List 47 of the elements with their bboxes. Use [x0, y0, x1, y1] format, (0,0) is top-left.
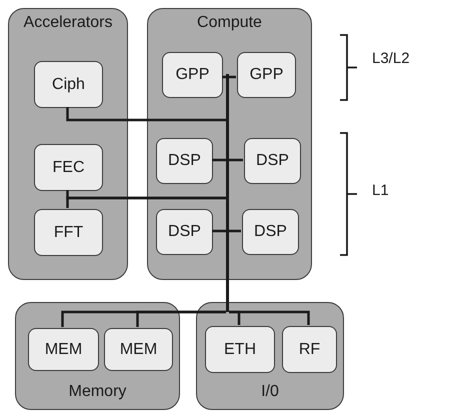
component-box [244, 138, 301, 184]
bus-line [226, 74, 229, 312]
level-label: L1 [372, 182, 389, 199]
component-label: GPP [176, 66, 210, 84]
component-box [34, 209, 103, 256]
component-box [162, 52, 223, 98]
component-box [34, 61, 103, 108]
group-panel [147, 8, 312, 280]
connector-line [136, 310, 226, 327]
component-label: RF [298, 340, 320, 358]
connector-line [212, 158, 226, 162]
component-box [28, 328, 99, 371]
group-panel [15, 302, 180, 410]
component-label: Ciph [52, 76, 85, 94]
connector-line [229, 76, 236, 78]
component-label: DSP [256, 152, 289, 170]
component-label: DSP [254, 223, 287, 241]
component-box [237, 52, 296, 98]
component-box [205, 326, 275, 373]
connector-line [212, 230, 226, 232]
group-title: I/0 [260, 383, 280, 401]
component-label: DSP [168, 223, 201, 241]
connector-line [229, 158, 243, 162]
component-label: FFT [54, 224, 84, 242]
group-title: Compute [196, 14, 263, 32]
connector-line [222, 76, 226, 78]
component-label: DSP [168, 152, 201, 170]
connector-line [66, 196, 226, 208]
group-title: Accelerators [22, 14, 114, 32]
connector-line [229, 230, 241, 232]
group-panel [196, 302, 344, 410]
component-label: ETH [224, 340, 256, 358]
connector-line [229, 310, 310, 325]
component-label: GPP [250, 66, 284, 84]
component-label: MEM [44, 340, 82, 358]
group-title: Memory [68, 383, 128, 401]
component-label: MEM [120, 340, 158, 358]
component-box [242, 209, 299, 255]
component-box [156, 138, 213, 184]
component-label: FEC [52, 158, 84, 176]
level-label: L3/L2 [372, 50, 410, 67]
connector-line [66, 107, 226, 122]
component-box [104, 328, 173, 371]
component-box [156, 209, 213, 255]
component-box [282, 326, 337, 373]
group-panel [8, 8, 128, 280]
component-box [34, 144, 103, 191]
